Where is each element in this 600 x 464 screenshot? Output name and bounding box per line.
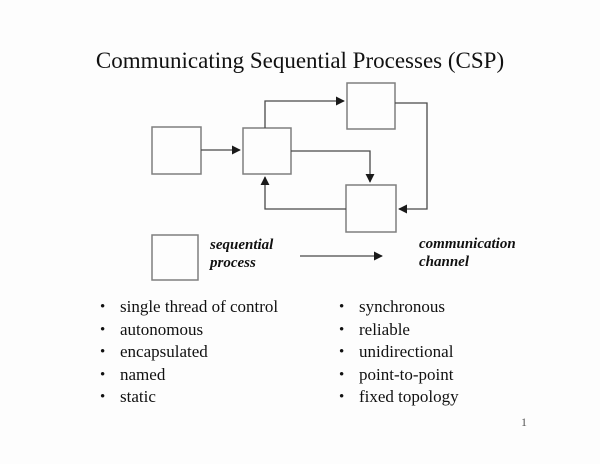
list-item: • fixed topology (339, 386, 559, 409)
channel-arrow-center-to-top-right (264, 96, 345, 128)
slide-title: Communicating Sequential Processes (CSP) (95, 48, 505, 73)
channel-arrow-bottom-right-to-center (260, 176, 346, 210)
list-item-label: static (120, 387, 156, 406)
process-box-left (151, 126, 202, 175)
bullet-icon: • (339, 389, 345, 405)
list-item-label: fixed topology (359, 387, 459, 406)
list-item-label: unidirectional (359, 342, 454, 361)
list-item: • reliable (339, 319, 559, 342)
process-properties-list: • single thread of control • autonomous … (100, 296, 330, 409)
channel-properties-list: • synchronous • reliable • unidirectiona… (339, 296, 559, 409)
bullet-icon: • (339, 299, 345, 315)
channel-arrow-center-to-bottom-right (291, 150, 375, 183)
bullet-icon: • (100, 389, 106, 405)
list-item-label: autonomous (120, 319, 204, 339)
bullet-icon: • (100, 366, 106, 383)
bullet-icon: • (339, 321, 345, 338)
channel-arrow-top-right-to-bottom-right (395, 102, 428, 214)
list-item: • single thread of control (100, 296, 330, 319)
process-box-top-right (346, 82, 396, 130)
channel-arrows (201, 96, 428, 261)
list-item: • encapsulated (100, 341, 330, 364)
bullet-icon: • (339, 344, 345, 360)
list-item: • unidirectional (339, 341, 559, 364)
bullet-icon: • (100, 299, 106, 315)
legend-process-label: sequential process (210, 237, 274, 271)
list-item-label: single thread of control (120, 297, 279, 316)
list-item: • named (100, 364, 330, 387)
list-item: • synchronous (339, 296, 559, 319)
legend-process-box (151, 234, 199, 281)
bullet-icon: • (100, 344, 106, 360)
bullet-icon: • (100, 321, 106, 338)
list-item-label: encapsulated (120, 342, 208, 361)
process-boxes (151, 82, 397, 281)
process-box-center (242, 127, 292, 175)
list-item: • static (100, 386, 330, 409)
legend-channel-label: communication channel (419, 236, 516, 270)
list-item-label: point-to-point (359, 364, 454, 384)
list-item: • autonomous (100, 319, 330, 342)
list-item-label: named (120, 364, 166, 384)
bullet-icon: • (339, 366, 345, 383)
process-box-bottom-right (345, 184, 397, 233)
page-number: 1 (521, 415, 527, 429)
list-item: • point-to-point (339, 364, 559, 387)
list-item-label: synchronous (359, 297, 445, 316)
list-item-label: reliable (359, 319, 410, 339)
